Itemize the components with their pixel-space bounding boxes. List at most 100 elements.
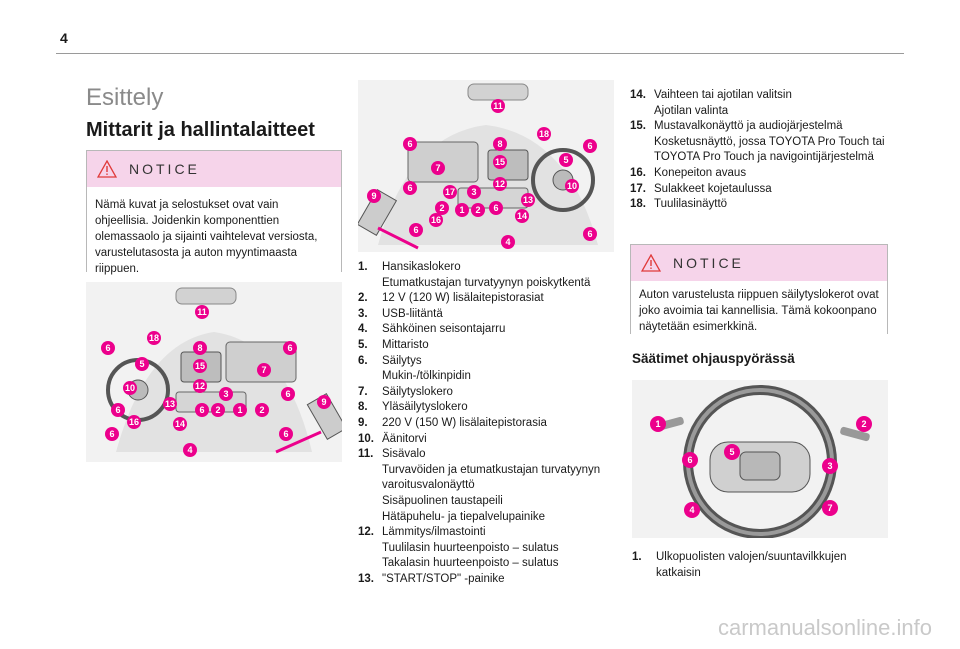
callouts: 11 18 6 8 6 7 15 5 10 6 17 3 12 13 9 2 1… xyxy=(367,99,597,249)
list-item-number: 4. xyxy=(358,323,368,336)
dashboard-illustration-lhd: 11 18 6 8 6 7 15 5 10 6 17 3 12 13 9 2 1… xyxy=(358,80,614,252)
warning-icon xyxy=(641,254,661,272)
list-item-number: 11. xyxy=(358,448,374,461)
svg-text:6: 6 xyxy=(413,225,418,235)
svg-text:4: 4 xyxy=(187,445,192,455)
svg-text:7: 7 xyxy=(827,503,832,513)
svg-text:2: 2 xyxy=(475,205,480,215)
list-item-text: Ulkopuolisten valojen/suuntavilkkujen ka… xyxy=(656,550,888,581)
list-item-line: "START/STOP" -painike xyxy=(382,572,505,585)
section-title: Esittely xyxy=(86,84,164,111)
svg-text:6: 6 xyxy=(493,203,498,213)
list-item-line: Ulkopuolisten valojen/suuntavilkkujen ka… xyxy=(656,551,847,579)
list-item-number: 7. xyxy=(358,385,368,398)
svg-text:12: 12 xyxy=(195,381,205,391)
list-item-line: Etumatkustajan turvatyynyn poiskytkentä xyxy=(382,276,591,289)
list-item-line: 12 V (120 W) lisälaitepistorasiat xyxy=(382,292,544,305)
svg-text:13: 13 xyxy=(165,399,175,409)
notice-text: Auton varustelusta riippuen säilytysloke… xyxy=(631,281,887,341)
svg-text:7: 7 xyxy=(261,365,266,375)
svg-text:2: 2 xyxy=(259,405,264,415)
list-item: 10.Äänitorvi xyxy=(358,432,614,448)
list-item: 5. Mittaristo xyxy=(358,338,614,354)
warning-icon xyxy=(97,160,117,178)
list-item-number: 9. xyxy=(358,416,368,429)
svg-text:5: 5 xyxy=(563,155,568,165)
svg-text:6: 6 xyxy=(199,405,204,415)
svg-text:6: 6 xyxy=(287,343,292,353)
list-item-line: Lämmitys/ilmastointi xyxy=(382,526,486,539)
list-item-text: Säilytyslokero xyxy=(382,385,614,401)
list-item-number: 13. xyxy=(358,572,374,585)
list-item-number: 17. xyxy=(630,182,646,195)
list-item-line: Tuulilasin huurteenpoisto – sulatus xyxy=(382,541,559,554)
steering-control-list: 1. Ulkopuolisten valojen/suuntavilkkujen … xyxy=(632,550,888,581)
list-item-line: Mustavalkonäyttö ja audiojärjestelmä xyxy=(654,120,843,133)
svg-text:5: 5 xyxy=(139,359,144,369)
list-item-number: 1. xyxy=(358,261,368,273)
svg-text:6: 6 xyxy=(285,389,290,399)
svg-text:7: 7 xyxy=(435,163,440,173)
list-item-line: 220 V (150 W) lisälaitepistorasia xyxy=(382,416,547,429)
list-item-line: USB-liitäntä xyxy=(382,307,443,320)
svg-text:1: 1 xyxy=(459,205,464,215)
section-subtitle: Mittarit ja hallintalaitteet xyxy=(86,119,315,141)
svg-text:17: 17 xyxy=(445,187,455,197)
list-item-line: Konepeiton avaus xyxy=(654,166,747,179)
list-item-number: 1. xyxy=(632,551,642,563)
svg-text:11: 11 xyxy=(493,101,503,111)
list-item-line: Sisäpuolinen taustapeili xyxy=(382,494,503,507)
svg-text:6: 6 xyxy=(105,343,110,353)
svg-text:14: 14 xyxy=(175,419,185,429)
list-item-text: Sulakkeet kojetaulussa xyxy=(654,182,900,198)
list-item: 9. 220 V (150 W) lisälaitepistorasia xyxy=(358,416,614,432)
list-item-number: 14. xyxy=(630,89,646,101)
svg-text:6: 6 xyxy=(687,455,692,465)
list-item-line: Turvavöiden ja etumatkustajan turvatyyny… xyxy=(382,463,601,492)
page-number: 4 xyxy=(60,30,68,46)
list-item-line: Tuulilasinäyttö xyxy=(654,198,728,211)
list-item-number: 8. xyxy=(358,401,368,414)
list-item: 4.Sähköinen seisontajarru xyxy=(358,322,614,338)
notice-text: Nämä kuvat ja selostukset ovat vain ohje… xyxy=(87,187,341,287)
svg-text:12: 12 xyxy=(495,179,505,189)
list-item-line: Säilytyslokero xyxy=(382,385,453,398)
list-item-text: USB-liitäntä xyxy=(382,307,614,323)
list-item-line: Hansikaslokero xyxy=(382,261,461,273)
notice-label: NOTICE xyxy=(129,161,200,177)
svg-text:15: 15 xyxy=(495,157,505,167)
list-item-line: Säilytys xyxy=(382,354,422,367)
list-item-number: 16. xyxy=(630,166,646,179)
list-item: 17. Sulakkeet kojetaulussa xyxy=(630,182,900,198)
list-item-text: "START/STOP" -painike xyxy=(382,572,614,588)
list-item-number: 5. xyxy=(358,338,368,351)
steering-wheel-illustration: 1 2 5 6 3 4 7 xyxy=(632,380,888,538)
svg-text:3: 3 xyxy=(471,187,476,197)
dashboard-illustration-rhd: 11 18 6 8 6 5 15 7 10 12 3 6 9 6 13 6 2 … xyxy=(86,282,342,462)
top-divider xyxy=(56,53,904,54)
svg-text:2: 2 xyxy=(215,405,220,415)
list-item-number: 6. xyxy=(358,354,368,367)
list-item-line: Yläsäilytyslokero xyxy=(382,401,468,414)
list-item-number: 15. xyxy=(630,120,646,133)
list-item-text: Mittaristo xyxy=(382,338,614,354)
svg-text:6: 6 xyxy=(407,139,412,149)
list-item-line: Äänitorvi xyxy=(382,432,427,445)
svg-text:16: 16 xyxy=(431,215,441,225)
svg-text:4: 4 xyxy=(689,505,694,515)
svg-text:2: 2 xyxy=(861,419,866,429)
notice-header: NOTICE xyxy=(631,245,887,281)
notice-header: NOTICE xyxy=(87,151,341,187)
list-item-line: Ajotilan valinta xyxy=(654,104,729,117)
list-item-number: 18. xyxy=(630,198,646,211)
watermark: carmanualsonline.info xyxy=(717,615,932,640)
list-item-line: Sulakkeet kojetaulussa xyxy=(654,182,772,195)
